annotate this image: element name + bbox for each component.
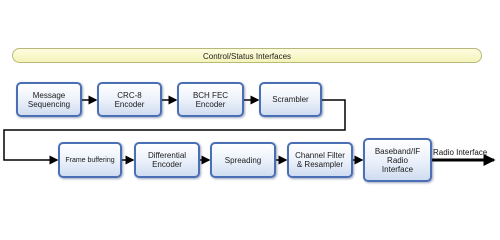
- scrambler-label: Scrambler: [272, 95, 309, 104]
- signal-chain-diagram: Control/Status Interfaces Message Sequen…: [3, 48, 496, 182]
- crc8-encoder-label: CRC-8 Encoder: [114, 90, 145, 109]
- channel-filter-resampler-block: Channel Filter & Resampler: [287, 142, 353, 178]
- differential-encoder-block: Differential Encoder: [134, 142, 200, 178]
- baseband-if-radio-interface-label: Baseband/IF Radio Interface: [374, 146, 421, 174]
- radio-interface-output-label: Radio Interface: [433, 148, 488, 157]
- differential-encoder-label: Differential Encoder: [147, 151, 187, 169]
- message-sequencing-block: Message Sequencing: [16, 82, 82, 117]
- message-sequencing-label: Message Sequencing: [27, 90, 71, 109]
- connector-layer: [3, 95, 496, 166]
- bch-fec-encoder-block: BCH FEC Encoder: [177, 82, 244, 117]
- arrow-scrambler-to-frame-buffering: [3, 99, 346, 165]
- baseband-if-radio-interface-block: Baseband/IF Radio Interface: [363, 138, 432, 182]
- channel-filter-resampler-label: Channel Filter & Resampler: [295, 151, 345, 169]
- scrambler-block: Scrambler: [259, 82, 322, 117]
- spreading-block: Spreading: [210, 142, 276, 178]
- control-status-interfaces-banner: Control/Status Interfaces: [12, 48, 482, 63]
- frame-buffering-block: Frame buffering: [58, 142, 122, 178]
- spreading-label: Spreading: [224, 155, 262, 165]
- crc8-encoder-block: CRC-8 Encoder: [97, 82, 162, 117]
- bch-fec-encoder-label: BCH FEC Encoder: [192, 90, 229, 109]
- frame-buffering-label: Frame buffering: [65, 156, 115, 164]
